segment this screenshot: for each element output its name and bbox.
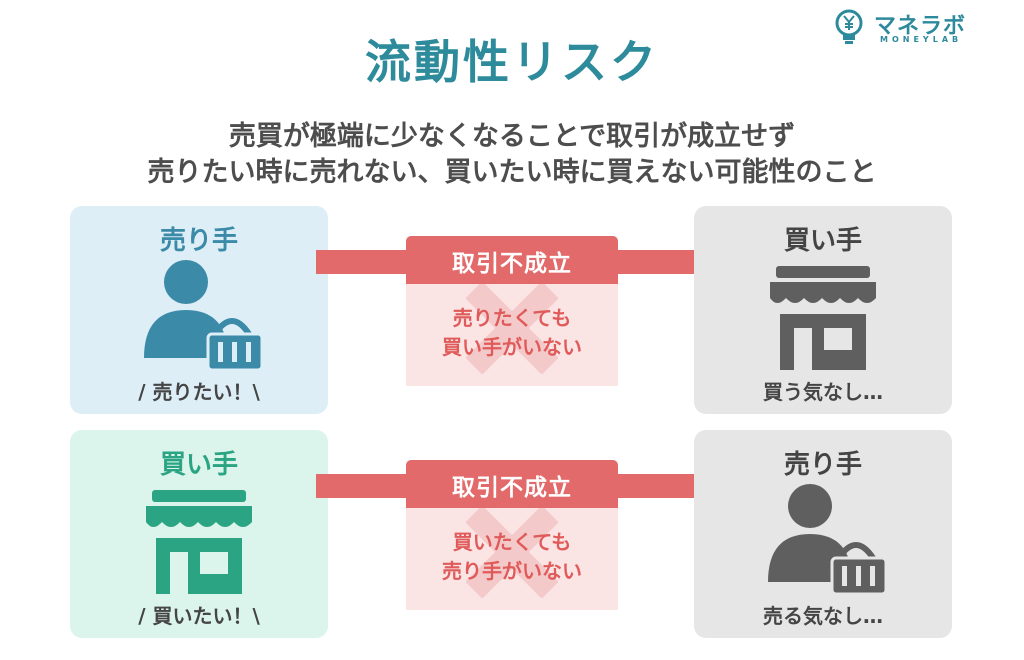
subtitle-line-1: 売買が極端に少なくなることで取引が成立せず <box>228 121 796 152</box>
seller-panel: 売り手 売る気なし… <box>694 430 952 638</box>
failure-reason-line-2: 買い手がいない <box>442 335 582 359</box>
subtitle-line-2: 売りたい時に売れない、買いたい時に買えない可能性のこと <box>147 157 877 188</box>
buyer-caption: 買う気なし… <box>763 380 883 404</box>
seller-with-basket-icon <box>144 260 264 372</box>
seller-label: 売り手 <box>783 450 862 480</box>
buyer-panel: 買い手 買う気なし… <box>694 206 952 414</box>
seller-with-basket-icon <box>768 484 888 596</box>
buyer-label: 買い手 <box>783 226 862 256</box>
trade-failed-banner: 取引不成立 <box>406 460 618 508</box>
failure-reason: 売りたくても 買い手がいない <box>406 304 618 362</box>
logo-subtext: MONEYLAB <box>880 35 963 44</box>
trade-failed-banner: 取引不成立 <box>406 236 618 284</box>
lightbulb-yen-icon <box>835 9 863 44</box>
seller-caption: 売る気なし… <box>763 604 883 628</box>
trade-failed-label: 取引不成立 <box>452 251 572 277</box>
failure-reason-line-2: 売り手がいない <box>442 559 582 583</box>
shop-icon <box>146 490 252 594</box>
cross-mark-icon <box>466 506 558 598</box>
seller-caption: / 売りたい！\ <box>138 380 260 404</box>
shop-icon <box>770 266 876 370</box>
buyer-label: 買い手 <box>159 450 238 480</box>
cross-mark-icon <box>466 282 558 374</box>
buyer-panel: 買い手 / 買いたい！\ <box>70 430 328 638</box>
failure-reason-line-1: 売りたくても <box>452 306 572 330</box>
seller-panel: 売り手 / 売りたい！\ <box>70 206 328 414</box>
page-title: 流動性リスク <box>365 35 659 89</box>
logo: マネラボ MONEYLAB <box>834 6 984 50</box>
failure-reason-line-1: 買いたくても <box>452 530 572 554</box>
trade-failed-label: 取引不成立 <box>452 475 572 501</box>
failure-reason: 買いたくても 売り手がいない <box>406 528 618 586</box>
buyer-caption: / 買いたい！\ <box>138 604 260 628</box>
logo-name: マネラボ <box>874 14 967 39</box>
seller-label: 売り手 <box>159 226 238 256</box>
